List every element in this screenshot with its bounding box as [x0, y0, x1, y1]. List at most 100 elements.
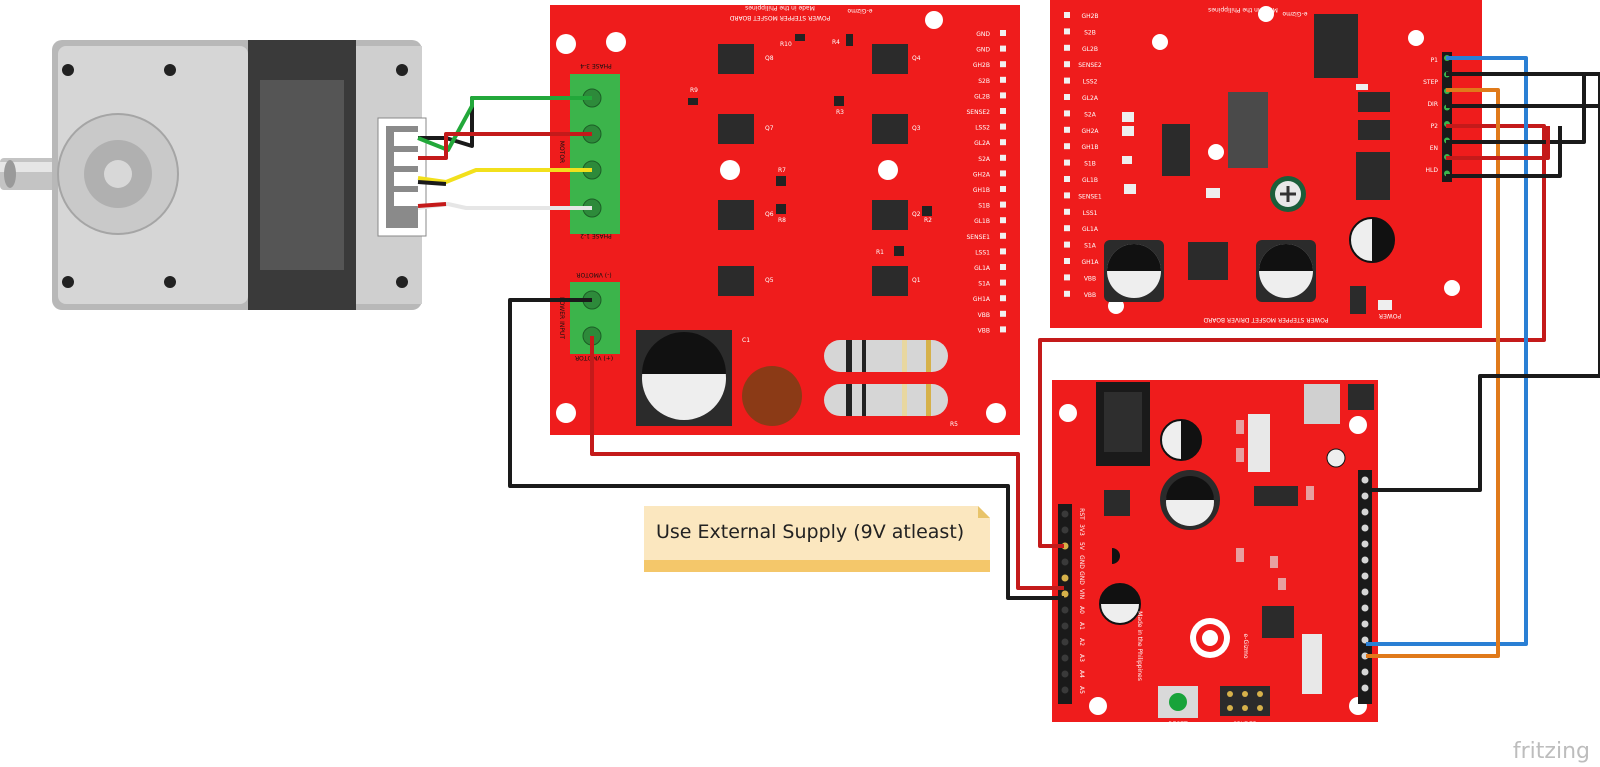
- driver-pin[interactable]: [1064, 61, 1070, 68]
- controller-left-pin-label: A3: [1078, 654, 1085, 662]
- driver-pin[interactable]: [1064, 28, 1070, 35]
- label-q7: Q7: [765, 125, 774, 132]
- controller-left-pin[interactable]: [1061, 510, 1069, 518]
- controller-right-pin[interactable]: [1361, 524, 1369, 532]
- driver-pin[interactable]: [1064, 126, 1070, 133]
- driver-pin-label: GH1A: [1081, 259, 1099, 266]
- reset-label: RESET: [1168, 721, 1188, 728]
- power-pin[interactable]: [1000, 45, 1006, 52]
- power-pin[interactable]: [1000, 76, 1006, 83]
- driver-pin[interactable]: [1064, 176, 1070, 182]
- power-pin[interactable]: [1000, 248, 1006, 255]
- power-pin[interactable]: [1000, 108, 1006, 114]
- controller-right-pin[interactable]: [1361, 588, 1369, 596]
- driver-pin-label: SENSE1: [1078, 193, 1102, 200]
- power-pin[interactable]: [1000, 61, 1006, 68]
- driver-pin[interactable]: [1064, 110, 1070, 117]
- power-pin[interactable]: [1000, 232, 1006, 239]
- controller-left-pin[interactable]: [1061, 526, 1069, 534]
- label-q6: Q6: [765, 211, 774, 218]
- driver-pin[interactable]: [1064, 225, 1070, 232]
- power-pin[interactable]: [1000, 123, 1006, 130]
- controller-left-pin[interactable]: [1061, 622, 1069, 630]
- controller-right-pin[interactable]: [1361, 556, 1369, 564]
- controller-left-pin[interactable]: [1061, 606, 1069, 614]
- power-pin[interactable]: [1000, 295, 1006, 302]
- driver-pin-label: S1B: [1084, 161, 1096, 168]
- driver-ic-u2: [1314, 14, 1358, 78]
- driver-pin[interactable]: [1064, 208, 1070, 215]
- controller-right-pin[interactable]: [1361, 604, 1369, 612]
- power-pin[interactable]: [1000, 217, 1006, 224]
- driver-pin[interactable]: [1064, 241, 1070, 248]
- crystal-x1: [1302, 634, 1322, 694]
- driver-pin[interactable]: [1064, 258, 1070, 264]
- vmotor-neg-label: (-) VMOTOR: [576, 271, 611, 278]
- power-pin-label: GH2A: [973, 171, 991, 178]
- controller-left-pin[interactable]: [1061, 638, 1069, 646]
- driver-pin[interactable]: [1064, 12, 1070, 18]
- power-pin[interactable]: [1000, 201, 1006, 208]
- driver-header-label: STEP: [1423, 79, 1438, 86]
- label-q8: Q8: [765, 55, 774, 62]
- power-pin[interactable]: [1000, 326, 1006, 333]
- power-pin[interactable]: [1000, 30, 1006, 36]
- driver-board: e-Gizmo Made in the Philippines POWER ST…: [1050, 0, 1482, 328]
- driver-pin[interactable]: [1064, 290, 1070, 297]
- driver-pin[interactable]: [1064, 192, 1070, 199]
- controller-right-pin[interactable]: [1361, 684, 1369, 692]
- driver-pin[interactable]: [1064, 159, 1070, 166]
- power-pin[interactable]: [1000, 154, 1006, 161]
- power-pin[interactable]: [1000, 170, 1006, 177]
- power-pin[interactable]: [1000, 92, 1006, 99]
- controller-ic-u2: [1104, 490, 1130, 516]
- controller-right-pin[interactable]: [1361, 636, 1369, 644]
- wire-motor-black-2: [417, 180, 447, 186]
- label-r3: R3: [836, 109, 844, 116]
- driver-pin-label: VBB: [1084, 275, 1096, 282]
- controller-left-pin[interactable]: [1061, 590, 1069, 598]
- controller-left-pin[interactable]: [1061, 574, 1069, 582]
- driver-pin[interactable]: [1064, 77, 1070, 84]
- driver-pin[interactable]: [1064, 274, 1070, 281]
- driver-pin[interactable]: [1064, 94, 1070, 100]
- driver-pin[interactable]: [1064, 143, 1070, 150]
- controller-left-pin[interactable]: [1061, 654, 1069, 662]
- phase12-label: PHASE 1-2: [580, 232, 612, 239]
- spi-label: SPI/DEB: [1233, 721, 1257, 728]
- mosfet-q2: [872, 200, 908, 230]
- driver-pin-label: S2B: [1084, 29, 1096, 36]
- controller-right-pin[interactable]: [1361, 620, 1369, 628]
- wire-motor-green: [417, 96, 592, 152]
- power-pin[interactable]: [1000, 279, 1006, 286]
- driver-pin-label: GH1B: [1081, 144, 1098, 151]
- controller-left-pin-label: 5V: [1078, 542, 1085, 551]
- controller-right-pin[interactable]: [1361, 508, 1369, 516]
- label-r2: R2: [924, 217, 932, 224]
- driver-pin[interactable]: [1064, 44, 1070, 51]
- mosfet-q6: [718, 200, 754, 230]
- controller-right-pin[interactable]: [1361, 540, 1369, 548]
- controller-right-pin[interactable]: [1361, 668, 1369, 676]
- power-pin[interactable]: [1000, 139, 1006, 146]
- driver-control-header[interactable]: [1442, 52, 1452, 182]
- power-pin-label: SENSE2: [966, 109, 990, 116]
- power-pin[interactable]: [1000, 186, 1006, 192]
- controller-made-in: Made in the Philippines: [1136, 611, 1143, 681]
- controller-left-header[interactable]: [1058, 504, 1072, 704]
- controller-right-pin[interactable]: [1361, 476, 1369, 484]
- controller-right-pin[interactable]: [1361, 572, 1369, 580]
- wire-dir-orange: [1366, 88, 1500, 658]
- power-pin[interactable]: [1000, 264, 1006, 270]
- controller-right-pin[interactable]: [1361, 492, 1369, 500]
- stepper-motor: [0, 40, 427, 310]
- round-capacitor: [742, 366, 802, 426]
- controller-left-pin[interactable]: [1061, 558, 1069, 566]
- mosfet-q3: [872, 114, 908, 144]
- power-pin[interactable]: [1000, 310, 1006, 317]
- controller-left-pin[interactable]: [1061, 670, 1069, 678]
- driver-ic-u1: [1188, 242, 1228, 280]
- controller-left-pin[interactable]: [1061, 686, 1069, 694]
- spi-header[interactable]: [1220, 686, 1270, 716]
